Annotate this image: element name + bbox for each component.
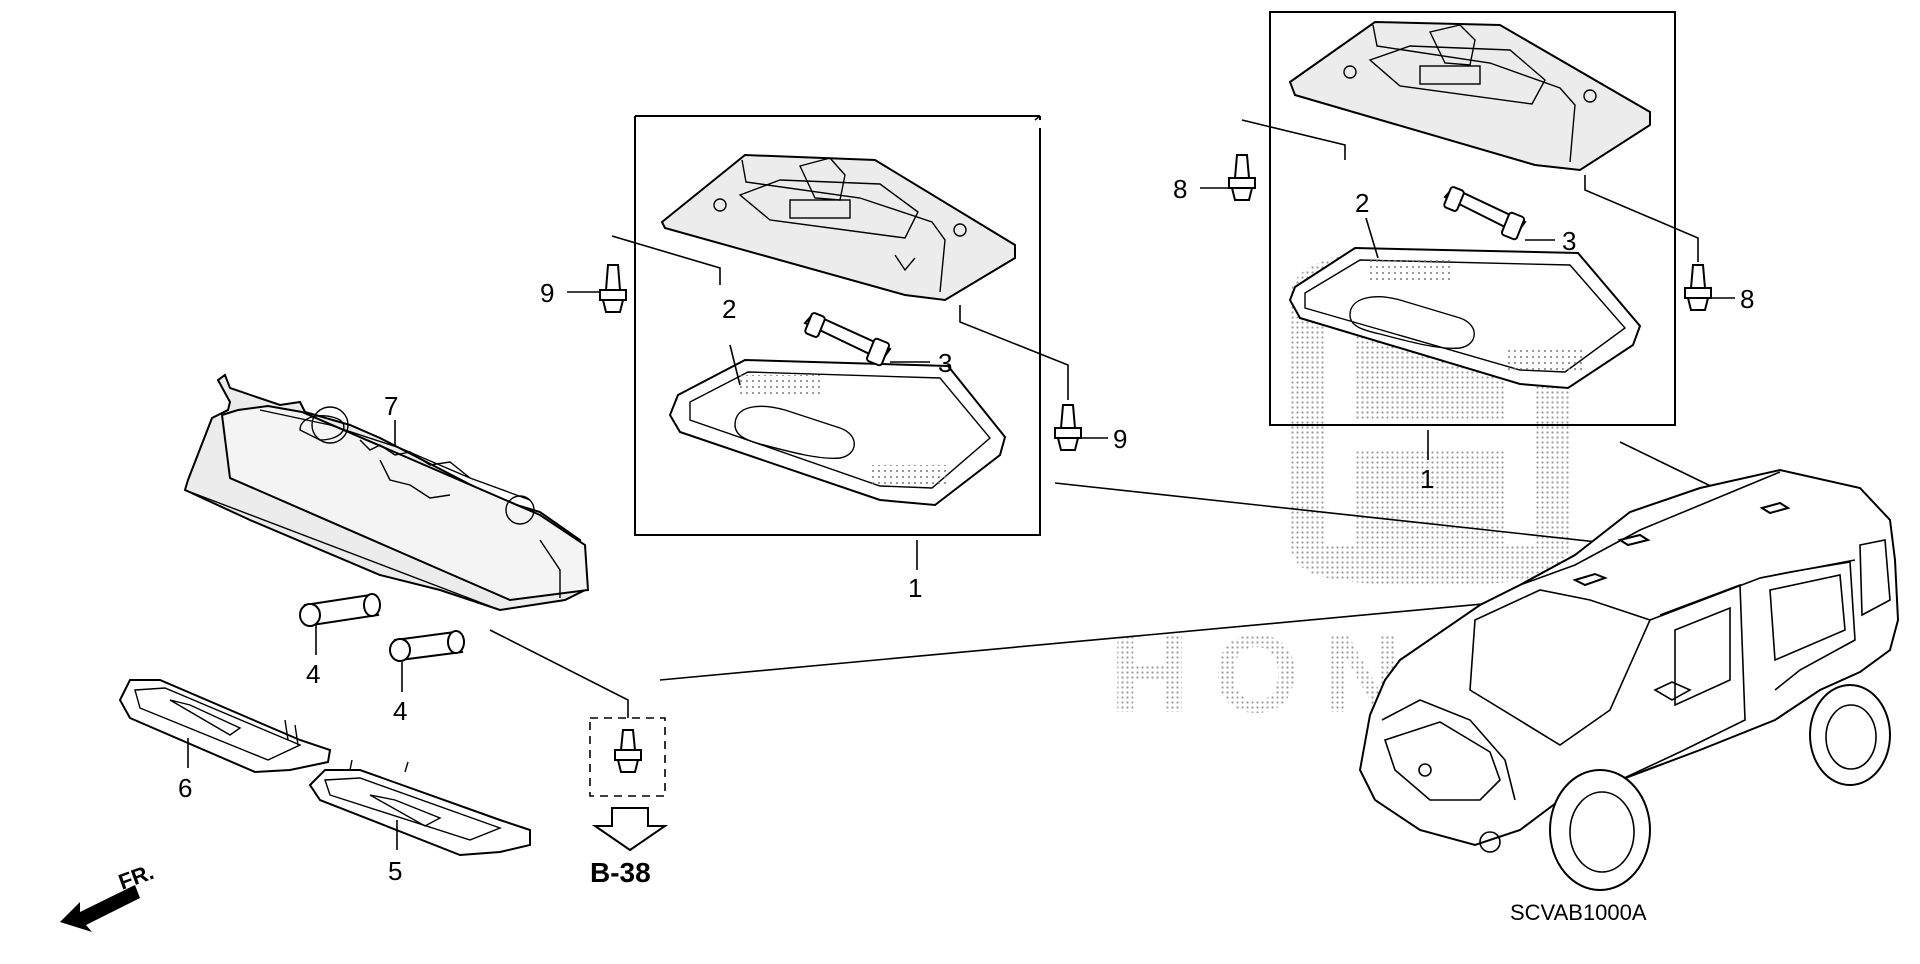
diagram-code: SCVAB1000A xyxy=(1510,900,1647,925)
rear-housing xyxy=(1288,20,1651,172)
callout-3-center: 3 xyxy=(938,348,952,378)
front-roof-light xyxy=(1572,572,1608,587)
callout-9-left: 9 xyxy=(540,278,554,308)
rear-assembly-group: 8 8 2 3 1 xyxy=(1173,11,1754,494)
screw-8-left xyxy=(1228,154,1256,201)
front-direction-label: FR. xyxy=(115,859,157,895)
screw-8-right xyxy=(1684,264,1712,311)
lens-5 xyxy=(308,759,531,857)
bulb-4-left xyxy=(299,593,381,627)
callout-1-rear: 1 xyxy=(1420,464,1434,494)
callout-6: 6 xyxy=(178,773,192,803)
callout-4-right: 4 xyxy=(393,696,407,726)
b38-screw-box: B-38 xyxy=(489,629,669,888)
center-lens xyxy=(668,358,1007,507)
front-map-light-group: 7 xyxy=(183,373,590,612)
center-bulb xyxy=(803,312,892,367)
front-direction-indicator: FR. xyxy=(60,859,157,932)
callout-4-left: 4 xyxy=(306,659,320,689)
b38-screw xyxy=(614,729,642,773)
callout-3-rear: 3 xyxy=(1562,226,1576,256)
center-housing xyxy=(660,153,1016,302)
rear-roof-light xyxy=(1759,501,1791,515)
callout-8-right: 8 xyxy=(1740,284,1754,314)
rear-lens xyxy=(1288,246,1642,390)
callout-8-left: 8 xyxy=(1173,174,1187,204)
lens-6 xyxy=(118,679,332,774)
center-roof-light xyxy=(1617,533,1651,547)
vehicle-body xyxy=(1358,468,1900,847)
bulb-4-right xyxy=(389,630,465,662)
vehicle-illustration xyxy=(1358,468,1900,891)
dashed-screw-frame xyxy=(589,717,666,797)
callout-7: 7 xyxy=(384,391,398,421)
screw-9-left xyxy=(599,264,627,313)
callout-2-rear: 2 xyxy=(1355,188,1369,218)
callout-5: 5 xyxy=(388,856,402,886)
callout-2-center: 2 xyxy=(722,294,736,324)
reference-b38: B-38 xyxy=(590,857,651,888)
rear-assembly-frame xyxy=(1269,11,1676,426)
front-arrow-icon xyxy=(60,885,140,932)
screw-9-right xyxy=(1054,404,1082,451)
callout-9-right: 9 xyxy=(1113,424,1127,454)
rear-bulb xyxy=(1443,186,1527,241)
callout-1-center: 1 xyxy=(908,573,922,603)
center-assembly-group: 9 9 2 3 1 xyxy=(540,115,1127,603)
b38-arrow xyxy=(591,807,669,852)
